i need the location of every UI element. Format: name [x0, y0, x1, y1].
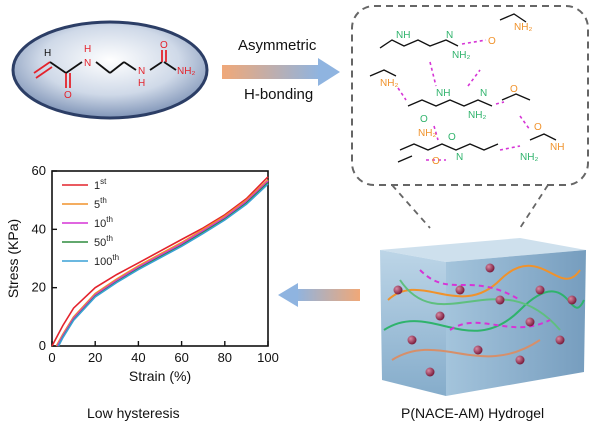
arrow-label-bottom: H-bonding: [244, 86, 314, 103]
net-n-2: N: [446, 30, 453, 41]
monomer-amide-h: H: [84, 44, 91, 55]
x-axis-label: Strain (%): [129, 368, 191, 384]
monomer-nh2: NH₂: [177, 66, 195, 77]
net-o-1: O: [488, 36, 496, 47]
monomer-o-urea: O: [160, 40, 168, 51]
hydrogel-cube: [380, 238, 586, 396]
net-o-4: O: [448, 132, 456, 143]
series-line-5: [55, 179, 269, 347]
left-arrow: [278, 283, 360, 307]
arrow-label-top: Asymmetric: [238, 37, 317, 54]
legend-label-50: 50th: [94, 234, 113, 249]
net-o-5: O: [432, 156, 440, 167]
net-nh2-1: NH₂: [452, 50, 470, 61]
series-line-100: [57, 183, 269, 347]
monomer-amide-n: N: [84, 58, 91, 69]
plot-frame: [51, 170, 269, 347]
network-atoms: NH N NH₂ O NH₂ NH₂ O NH N NH₂ O NH₂ O N …: [380, 22, 564, 167]
monomer-urea-n: N: [138, 66, 145, 77]
series-line-1: [51, 176, 269, 347]
net-n-4: N: [480, 88, 487, 99]
y-tick-label-2: 40: [32, 221, 46, 236]
net-nh2-3: NH₂: [380, 78, 398, 89]
net-nh2-6: NH₂: [520, 152, 538, 163]
legend-label-100: 100th: [94, 253, 119, 268]
x-tick-label-2: 40: [131, 350, 145, 365]
net-o-6: O: [534, 122, 542, 133]
monomer-h-vinyl: H: [44, 48, 51, 59]
x-tick-label-0: 0: [48, 350, 55, 365]
zoom-lines: [391, 184, 549, 229]
monomer-labels: H N N H NH₂ O O H: [44, 40, 195, 101]
network-box: [351, 5, 589, 186]
caption-left: Low hysteresis: [87, 405, 180, 421]
net-n-5: N: [456, 152, 463, 163]
network-hbonds: [397, 39, 531, 161]
monomer-o-amide: O: [64, 90, 72, 101]
monomer-urea-h: H: [138, 78, 145, 89]
x-tick-label-5: 100: [257, 350, 279, 365]
y-axis-label: Stress (KPa): [5, 219, 21, 298]
caption-right: P(NACE-AM) Hydrogel: [401, 405, 545, 421]
y-tick-label-1: 20: [32, 280, 46, 295]
net-nh-7: NH: [550, 142, 564, 153]
x-tick-label-1: 20: [88, 350, 102, 365]
net-n-3: NH: [436, 88, 450, 99]
monomer-ellipse: [11, 20, 209, 120]
net-o-3: O: [510, 84, 518, 95]
legend-label-10: 10th: [94, 215, 113, 230]
net-nh2-4: NH₂: [468, 110, 486, 121]
x-tick-label-3: 60: [174, 350, 188, 365]
legend-label-5: 5th: [94, 196, 107, 211]
network-bonds: [369, 13, 557, 163]
net-nh2-5: NH₂: [418, 128, 436, 139]
net-nh2-2: NH₂: [514, 22, 532, 33]
legend-label-1: 1st: [94, 177, 107, 192]
net-n-1: NH: [396, 30, 410, 41]
x-tick-label-4: 80: [218, 350, 232, 365]
net-o-2: O: [420, 114, 428, 125]
monomer-structure: [33, 50, 177, 88]
top-arrow: [222, 58, 340, 86]
y-tick-label-0: 0: [39, 338, 46, 353]
y-tick-label-3: 60: [32, 163, 46, 178]
